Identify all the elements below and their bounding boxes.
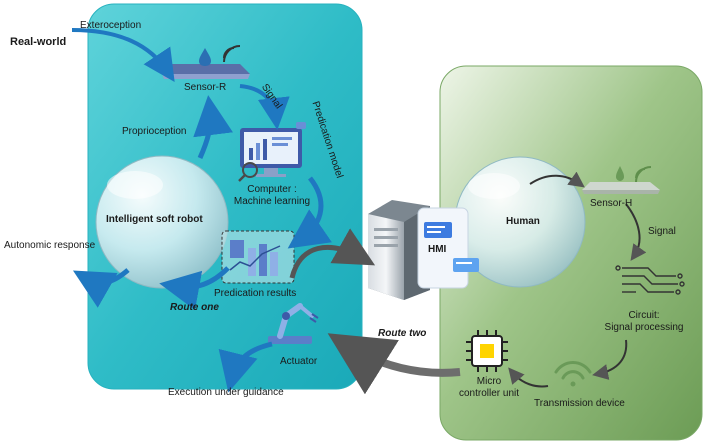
circuit-icon — [615, 265, 685, 295]
proprioception-label: Proprioception — [122, 126, 187, 137]
signal-right-label: Signal — [648, 226, 676, 237]
wifi-icon — [554, 361, 592, 387]
route-two-arrow — [327, 333, 461, 395]
exteroception-arrow — [71, 28, 175, 82]
real-world-label: Real-world — [10, 36, 67, 48]
predication-results-label: Predication results — [214, 288, 297, 299]
human-label: Human — [506, 216, 540, 227]
execution-arrow — [218, 341, 273, 393]
sensor-r-label: Sensor-R — [184, 82, 227, 93]
computer-label-line1: Computer : — [247, 184, 297, 195]
human-bubble-highlight — [468, 173, 520, 199]
exteroception-label: Exteroception — [80, 20, 142, 31]
route-one-label: Route one — [170, 302, 219, 313]
intelligent-soft-robot-label: Intelligent soft robot — [106, 214, 203, 225]
microcontroller-label-line2: controller unit — [458, 388, 520, 399]
transmission-to-micro-arrow — [508, 367, 549, 388]
sensor-h-label: Sensor-H — [590, 198, 633, 209]
robot-bubble-highlight — [107, 171, 163, 199]
autonomic-response-label: Autonomic response — [4, 240, 96, 251]
microcontroller-label: Micro controller unit — [446, 376, 532, 400]
route-two-label: Route two — [378, 328, 427, 339]
server-icon — [368, 200, 430, 300]
circuit-label: Circuit: Signal processing — [594, 310, 694, 334]
execution-under-guidance-label: Execution under guidance — [168, 387, 284, 398]
circuit-label-line1: Circuit: — [628, 310, 660, 321]
route-one-arrow — [159, 266, 230, 311]
hmi-label: HMI — [428, 244, 447, 255]
circuit-label-line2: Signal processing — [604, 322, 684, 333]
signal-arrow-top — [239, 84, 290, 130]
autonomic-response-arrow — [72, 268, 130, 308]
proprioception-arrow — [193, 95, 233, 160]
transmission-device-label: Transmission device — [534, 398, 625, 409]
computer-icon — [238, 122, 306, 182]
hmi-phone-icon — [417, 207, 479, 289]
predication-results-icon — [221, 230, 295, 284]
computer-label-line2: Machine learning — [233, 196, 311, 207]
sensor-h-icon — [582, 166, 660, 194]
human-loop-arrow — [529, 171, 585, 188]
to-server-arrow — [289, 228, 376, 279]
predication-model-arrow — [287, 176, 332, 249]
computer-label: Computer : Machine learning — [222, 184, 322, 208]
microcontroller-icon — [466, 330, 508, 372]
circuit-to-transmission-arrow — [592, 339, 628, 380]
signal-right-arrow — [625, 203, 647, 261]
actuator-label: Actuator — [280, 356, 318, 367]
sensor-r-icon — [162, 45, 250, 79]
microcontroller-label-line1: Micro — [476, 376, 502, 387]
actuator-icon — [268, 303, 319, 344]
